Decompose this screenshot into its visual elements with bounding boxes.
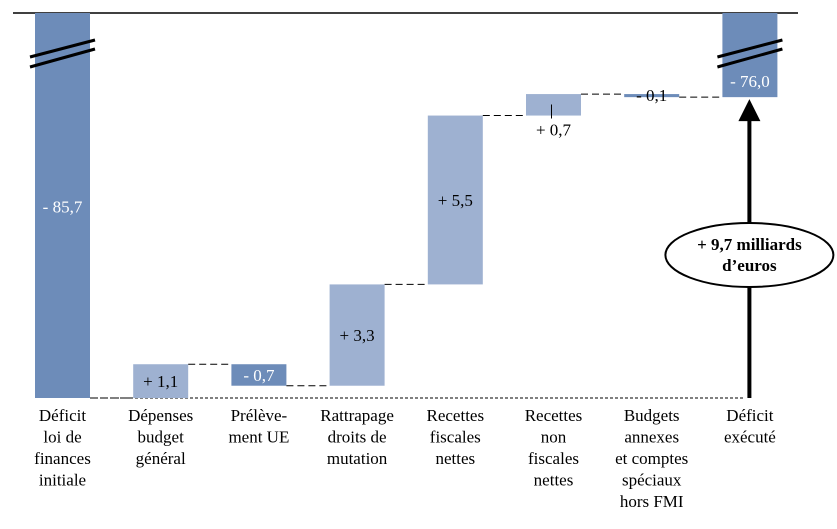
category-label-2-1: ment UE (228, 428, 289, 447)
category-label-1-1: budget (138, 428, 185, 447)
bar-0 (35, 13, 90, 398)
annotation-text-1: d’euros (722, 256, 777, 275)
category-label-7-1: exécuté (724, 428, 776, 447)
bar-7 (722, 13, 778, 98)
category-label-6-0: Budgets (624, 406, 680, 425)
data-label-7: - 76,0 (730, 72, 770, 91)
data-label-5: + 0,7 (536, 121, 572, 140)
category-label-7-0: Déficit (726, 406, 773, 425)
category-label-4-0: Recettes (427, 406, 485, 425)
annotation-ellipse (664, 222, 835, 288)
arrow-head-icon (738, 99, 761, 122)
break-mark-7-a (717, 38, 783, 59)
category-label-1-2: général (136, 449, 186, 468)
category-label-3-1: droits de (328, 428, 387, 447)
bar-4 (427, 115, 483, 285)
category-label-5-0: Recettes (525, 406, 583, 425)
category-label-4-2: nettes (435, 449, 475, 468)
category-label-2-0: Prélève- (231, 406, 288, 425)
break-mark-7-b (716, 47, 783, 69)
bar-6 (624, 94, 680, 98)
category-label-6-3: spéciaux (622, 471, 682, 490)
category-label-5-3: nettes (534, 471, 574, 490)
break-mark-0-a (29, 38, 96, 59)
category-label-4-1: fiscales (430, 428, 481, 447)
data-label-6: - 0,1 (636, 86, 667, 105)
category-label-0-2: finances (34, 449, 91, 468)
data-label-1: + 1,1 (143, 372, 178, 391)
bar-5 (526, 94, 581, 116)
bar-1 (133, 364, 189, 398)
bar-3 (329, 284, 385, 386)
data-label-0: - 85,7 (43, 198, 83, 217)
break-mark-0-b (29, 47, 96, 69)
data-label-2: - 0,7 (243, 366, 275, 385)
category-label-6-1: annexes (624, 428, 679, 447)
category-label-5-2: fiscales (528, 449, 579, 468)
annotation-text-0: + 9,7 milliards (697, 235, 802, 254)
category-label-6-2: et comptes (615, 449, 688, 468)
category-label-0-3: initiale (39, 471, 86, 490)
data-label-4: + 5,5 (438, 191, 473, 210)
category-label-3-2: mutation (327, 449, 388, 468)
category-label-3-0: Rattrapage (320, 406, 394, 425)
bar-2 (231, 364, 287, 386)
category-label-6-4: hors FMI (620, 492, 684, 511)
category-label-1-0: Dépenses (128, 406, 193, 425)
data-label-3: + 3,3 (340, 326, 375, 345)
category-label-0-1: loi de (43, 428, 81, 447)
category-label-0-0: Déficit (39, 406, 86, 425)
category-label-5-1: non (541, 428, 567, 447)
